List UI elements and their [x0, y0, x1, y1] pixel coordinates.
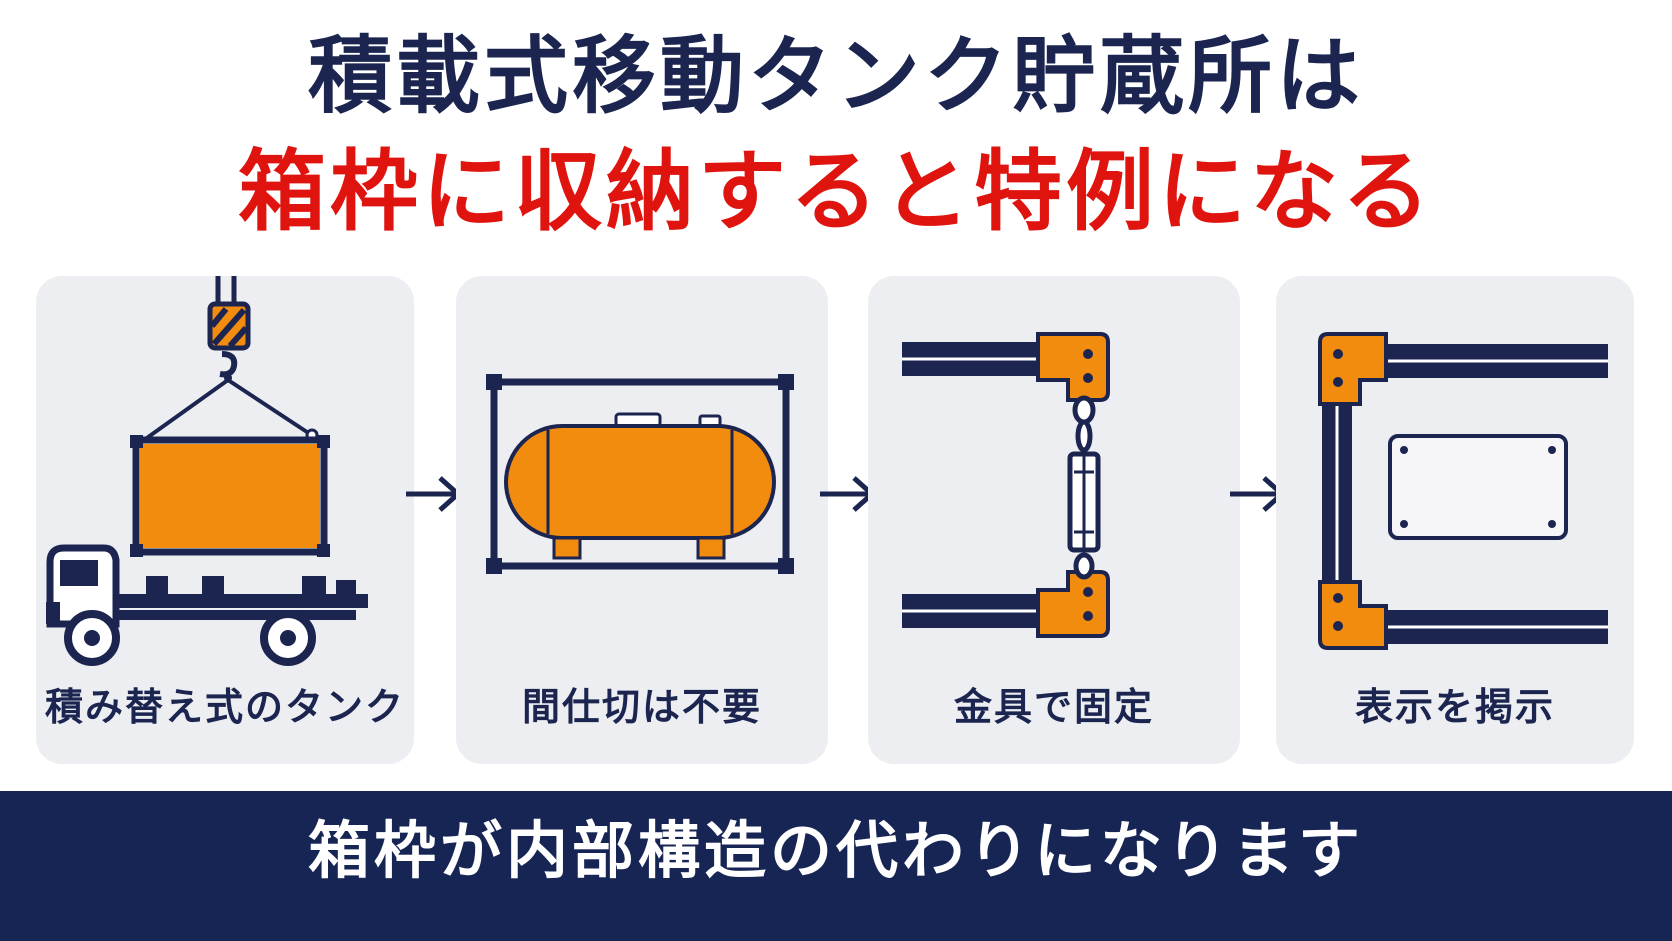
step-card-1: 積み替え式のタンク [36, 276, 414, 764]
step-card-2: 間仕切は不要 [456, 276, 828, 764]
tank-in-frame-icon [486, 374, 794, 574]
step-label-1: 積み替え式のタンク [44, 685, 405, 729]
turnbuckle-fixing-icon [902, 332, 1110, 638]
summary-banner-text: 箱枠が内部構造の代わりになります [307, 814, 1364, 887]
headline-line-2: 箱枠に収納すると特例になる [237, 140, 1434, 243]
step-label-2: 間仕切は不要 [521, 685, 762, 729]
crane-truck-icon [46, 276, 368, 666]
step-card-4: 表示を掲示 [1276, 276, 1634, 764]
step-label-4: 表示を掲示 [1354, 685, 1555, 729]
sign-plate-icon [1318, 332, 1608, 650]
headline-line-1: 積載式移動タンク貯蔵所は [307, 27, 1364, 125]
summary-banner: 箱枠が内部構造の代わりになります [0, 791, 1672, 941]
step-label-3: 金具で固定 [953, 685, 1154, 729]
step-card-3: 金具で固定 [868, 276, 1240, 764]
